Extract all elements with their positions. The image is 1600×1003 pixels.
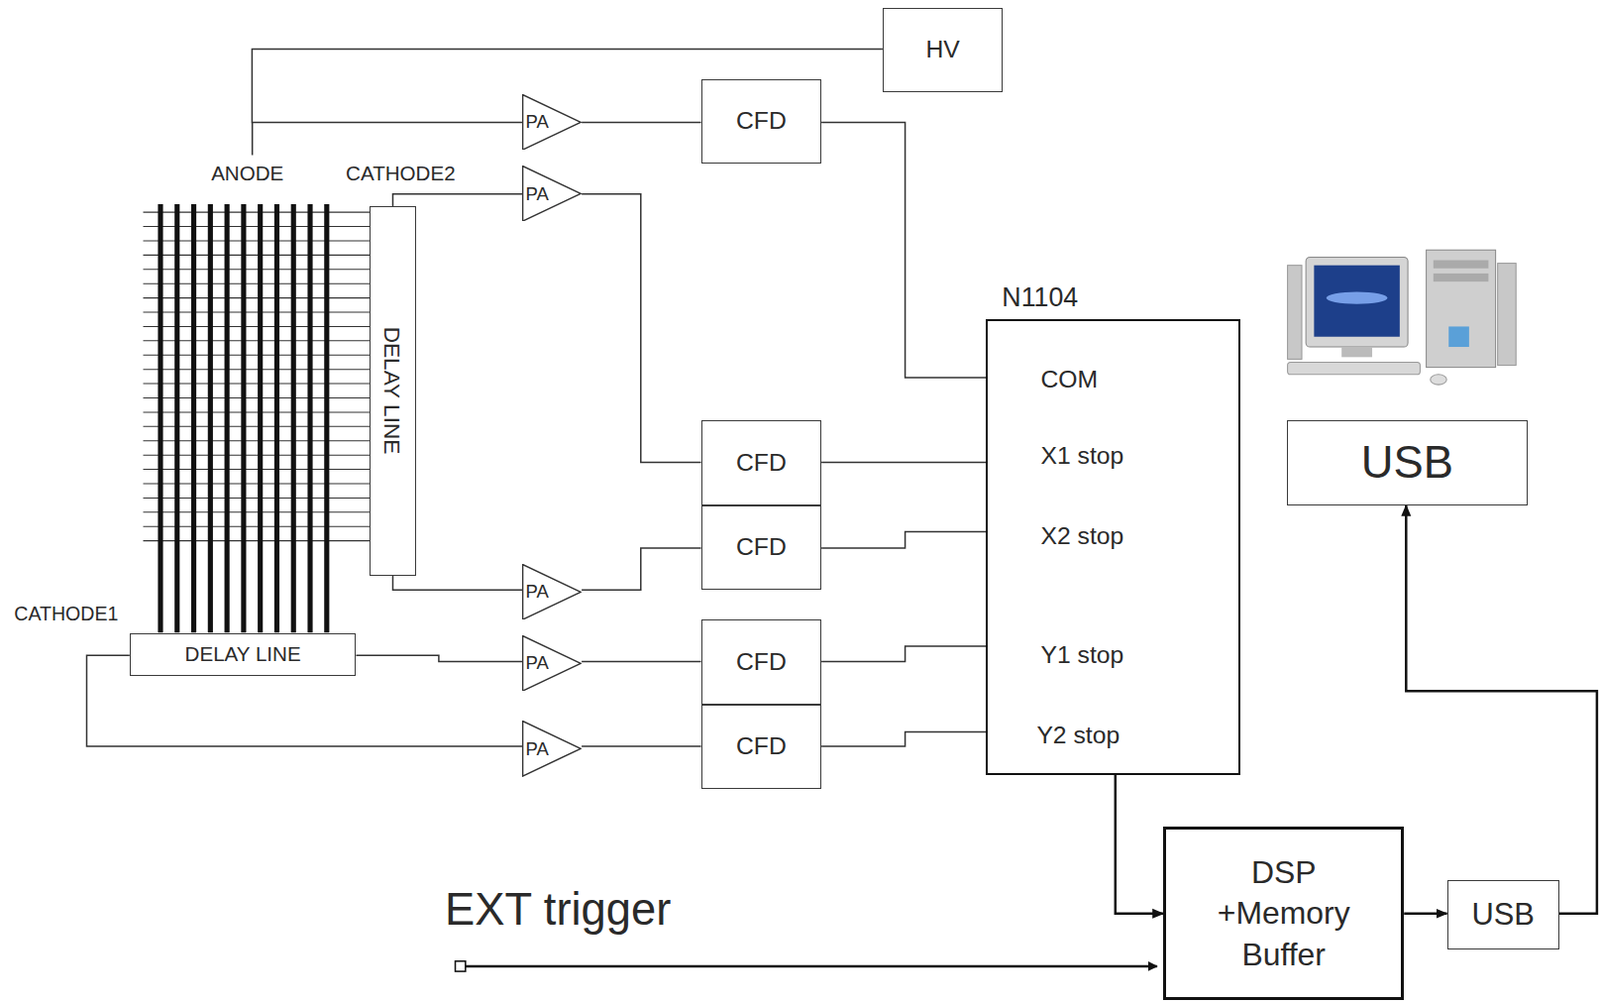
cfd-box-label: CFD bbox=[736, 533, 787, 561]
cfd-box-label: CFD bbox=[736, 732, 787, 760]
hv-supply: HV bbox=[882, 7, 1004, 92]
cfd-box: CFD bbox=[701, 619, 823, 704]
preamp-label: PA bbox=[525, 110, 548, 132]
signal-wire bbox=[821, 532, 986, 549]
signal-name: EXT trigger bbox=[442, 883, 673, 936]
cfd-box: CFD bbox=[701, 79, 823, 163]
ext-trigger-line bbox=[455, 960, 1158, 971]
preamp-label: PA bbox=[525, 183, 548, 205]
signal-wire bbox=[821, 461, 986, 464]
preamp: PA bbox=[522, 635, 582, 692]
cfd-box: CFD bbox=[701, 704, 823, 789]
port-label: Y1 stop bbox=[1041, 640, 1125, 669]
signal-wire bbox=[1403, 912, 1447, 916]
usb-box: USB bbox=[1286, 420, 1528, 505]
signal-wire bbox=[393, 575, 524, 590]
signal-wire bbox=[581, 194, 702, 463]
preamp: PA bbox=[522, 94, 582, 151]
cfd-box-label: CFD bbox=[736, 647, 787, 676]
signal-wire bbox=[821, 732, 986, 747]
preamp: PA bbox=[522, 563, 582, 621]
dsp-box-label: DSP +Memory Buffer bbox=[1181, 852, 1387, 975]
hv-supply-label: HV bbox=[926, 35, 960, 64]
delay-line: DELAY LINE bbox=[129, 633, 357, 676]
port-label: X2 stop bbox=[1041, 521, 1125, 549]
signal-wire bbox=[1405, 505, 1598, 914]
usb-box: USB bbox=[1447, 879, 1560, 950]
cfd-box: CFD bbox=[701, 505, 823, 590]
module-name: N1104 bbox=[1001, 281, 1078, 313]
anode-wire bbox=[251, 122, 254, 156]
signal-wire bbox=[1115, 774, 1164, 914]
preamp-label: PA bbox=[525, 580, 548, 602]
preamp: PA bbox=[522, 720, 582, 777]
signal-wire bbox=[581, 745, 702, 747]
dsp-box: DSP +Memory Buffer bbox=[1163, 826, 1404, 1000]
cfd-box: CFD bbox=[701, 420, 823, 505]
signal-wire bbox=[581, 547, 702, 590]
preamp-label: PA bbox=[525, 738, 548, 759]
preamp-label: PA bbox=[525, 651, 548, 673]
delay-line: DELAY LINE bbox=[369, 206, 417, 576]
usb-box-label: USB bbox=[1361, 436, 1454, 489]
terminal-label: ANODE bbox=[209, 161, 286, 186]
delay-line-label: DELAY LINE bbox=[380, 326, 407, 455]
signal-wire bbox=[355, 654, 523, 661]
signal-wire bbox=[393, 194, 524, 207]
terminal-label: CATHODE1 bbox=[11, 602, 120, 626]
signal-wire bbox=[821, 122, 986, 379]
signal-wire bbox=[581, 660, 702, 663]
cathode-strips bbox=[143, 204, 371, 633]
port-label: X1 stop bbox=[1041, 441, 1125, 470]
signal-wire bbox=[821, 645, 986, 661]
port-label: COM bbox=[1041, 365, 1099, 394]
computer-icon bbox=[1287, 249, 1517, 385]
port-label: Y2 stop bbox=[1036, 720, 1120, 748]
terminal-label: CATHODE2 bbox=[343, 161, 458, 186]
cfd-box-label: CFD bbox=[736, 448, 787, 477]
signal-wire bbox=[581, 121, 702, 124]
usb-box-label: USB bbox=[1471, 896, 1534, 933]
cfd-box-label: CFD bbox=[736, 106, 787, 135]
delay-line-label: DELAY LINE bbox=[185, 641, 302, 666]
preamp: PA bbox=[522, 165, 582, 222]
tdc-module: N1104COMX1 stopX2 stopY1 stopY2 stop bbox=[985, 319, 1241, 774]
